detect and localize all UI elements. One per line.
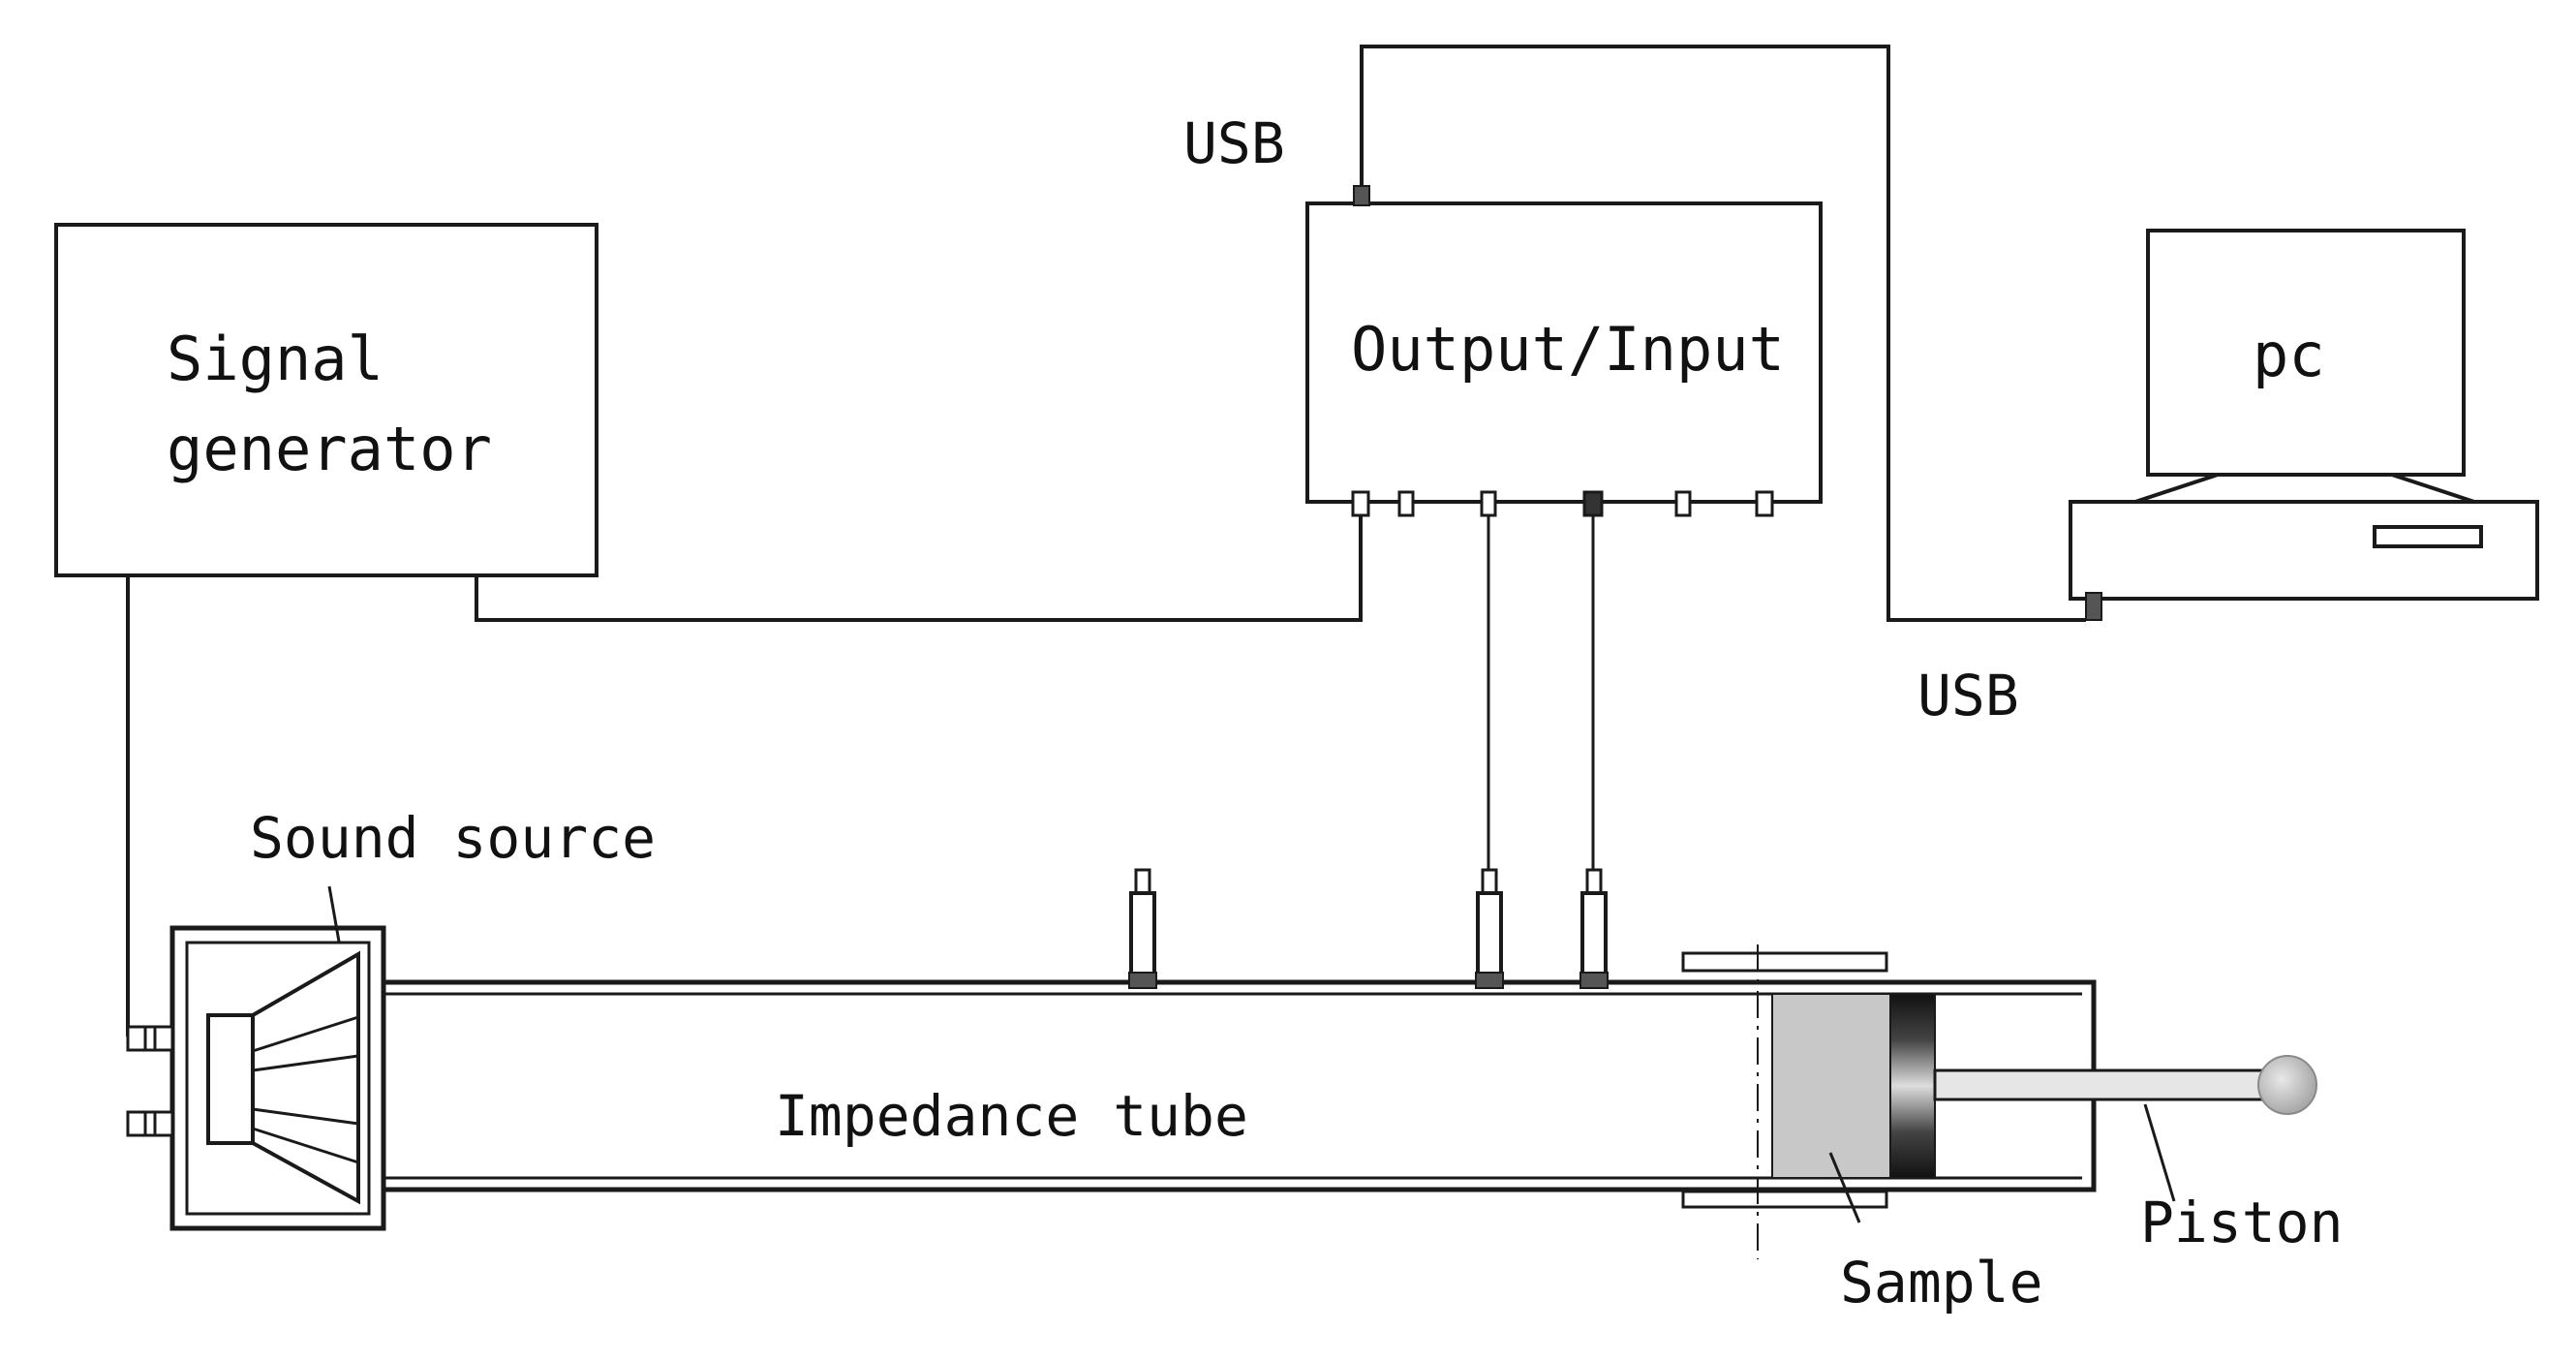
sample-pointer <box>1828 1152 1861 1223</box>
piston-knob <box>2257 1055 2317 1115</box>
sound-source-inner-housing <box>185 941 371 1216</box>
sample-label: Sample <box>1840 1250 2043 1316</box>
signal-generator: Signal generator <box>54 223 598 577</box>
microphone-1-tip <box>1134 868 1151 895</box>
usb-label-top: USB <box>1183 110 1285 176</box>
speaker-magnet <box>206 1013 255 1145</box>
sound-source-pointer <box>327 885 341 943</box>
io-port-6 <box>1755 490 1774 517</box>
speaker-cone-lines <box>252 1015 359 1164</box>
output-input-device: Output/Input <box>1305 185 1823 517</box>
sample <box>1771 993 1891 1179</box>
pc-monitor-stand <box>2134 473 2475 504</box>
pc-label: pc <box>2253 320 2325 390</box>
microphone-2 <box>1475 868 1504 989</box>
io-port-4 <box>1582 490 1604 517</box>
pc-base-unit <box>2069 500 2539 601</box>
generator-to-io-cable <box>475 515 1363 622</box>
signal-generator-box <box>54 223 598 577</box>
piston-label: Piston <box>2140 1190 2344 1255</box>
sound-source: Sound source <box>126 805 656 1231</box>
pc-disk-drive <box>2373 525 2483 548</box>
microphone-1-body <box>1129 891 1156 984</box>
sample-holder-clamp-top <box>1681 951 1888 973</box>
microphone-3-mount <box>1579 972 1609 989</box>
sound-source-label: Sound source <box>250 805 656 871</box>
piston-head <box>1889 993 1936 1179</box>
piston: Piston <box>1889 993 2344 1255</box>
piston-pointer <box>2143 1103 2176 1202</box>
microphone-2-body <box>1476 891 1503 984</box>
impedance-tube: Impedance tube <box>383 979 2097 1192</box>
io-port-5 <box>1674 490 1692 517</box>
output-input-label: Output/Input <box>1351 314 1785 385</box>
cables <box>126 45 2086 1037</box>
microphone-2-tip <box>1481 868 1498 895</box>
microphone-3-body <box>1580 891 1608 984</box>
io-port-3 <box>1480 490 1497 517</box>
microphone-2-mount <box>1475 972 1504 989</box>
sound-source-housing <box>169 925 386 1231</box>
io-usb-port <box>1353 185 1370 206</box>
speaker-terminal-top <box>126 1025 174 1052</box>
pc-usb-port <box>2085 592 2102 621</box>
speaker-terminal-marks <box>143 1027 157 1135</box>
usb-label-bottom: USB <box>1917 663 2019 728</box>
io-port-1 <box>1351 490 1370 517</box>
impedance-tube-label: Impedance tube <box>775 1083 1248 1149</box>
output-input-box <box>1305 201 1823 504</box>
usb-cable <box>1360 45 2086 622</box>
microphone-1-mount <box>1128 972 1157 989</box>
piston-rod <box>1933 1068 2266 1101</box>
microphones <box>1128 868 1609 989</box>
speaker-terminal-bottom <box>126 1110 174 1137</box>
sample-holder-clamp-bottom <box>1681 1190 1888 1209</box>
speaker-cone <box>251 950 360 1205</box>
pc-computer: pc <box>2069 229 2539 621</box>
signal-generator-label-line2: generator <box>167 414 492 484</box>
microphone-1 <box>1128 868 1157 989</box>
microphone-3-tip <box>1585 868 1603 895</box>
microphone-3 <box>1579 868 1609 989</box>
io-port-2 <box>1397 490 1415 517</box>
sample-holder: Sample <box>1681 944 2043 1316</box>
pc-monitor <box>2146 229 2466 477</box>
signal-generator-label-line1: Signal <box>167 324 383 394</box>
